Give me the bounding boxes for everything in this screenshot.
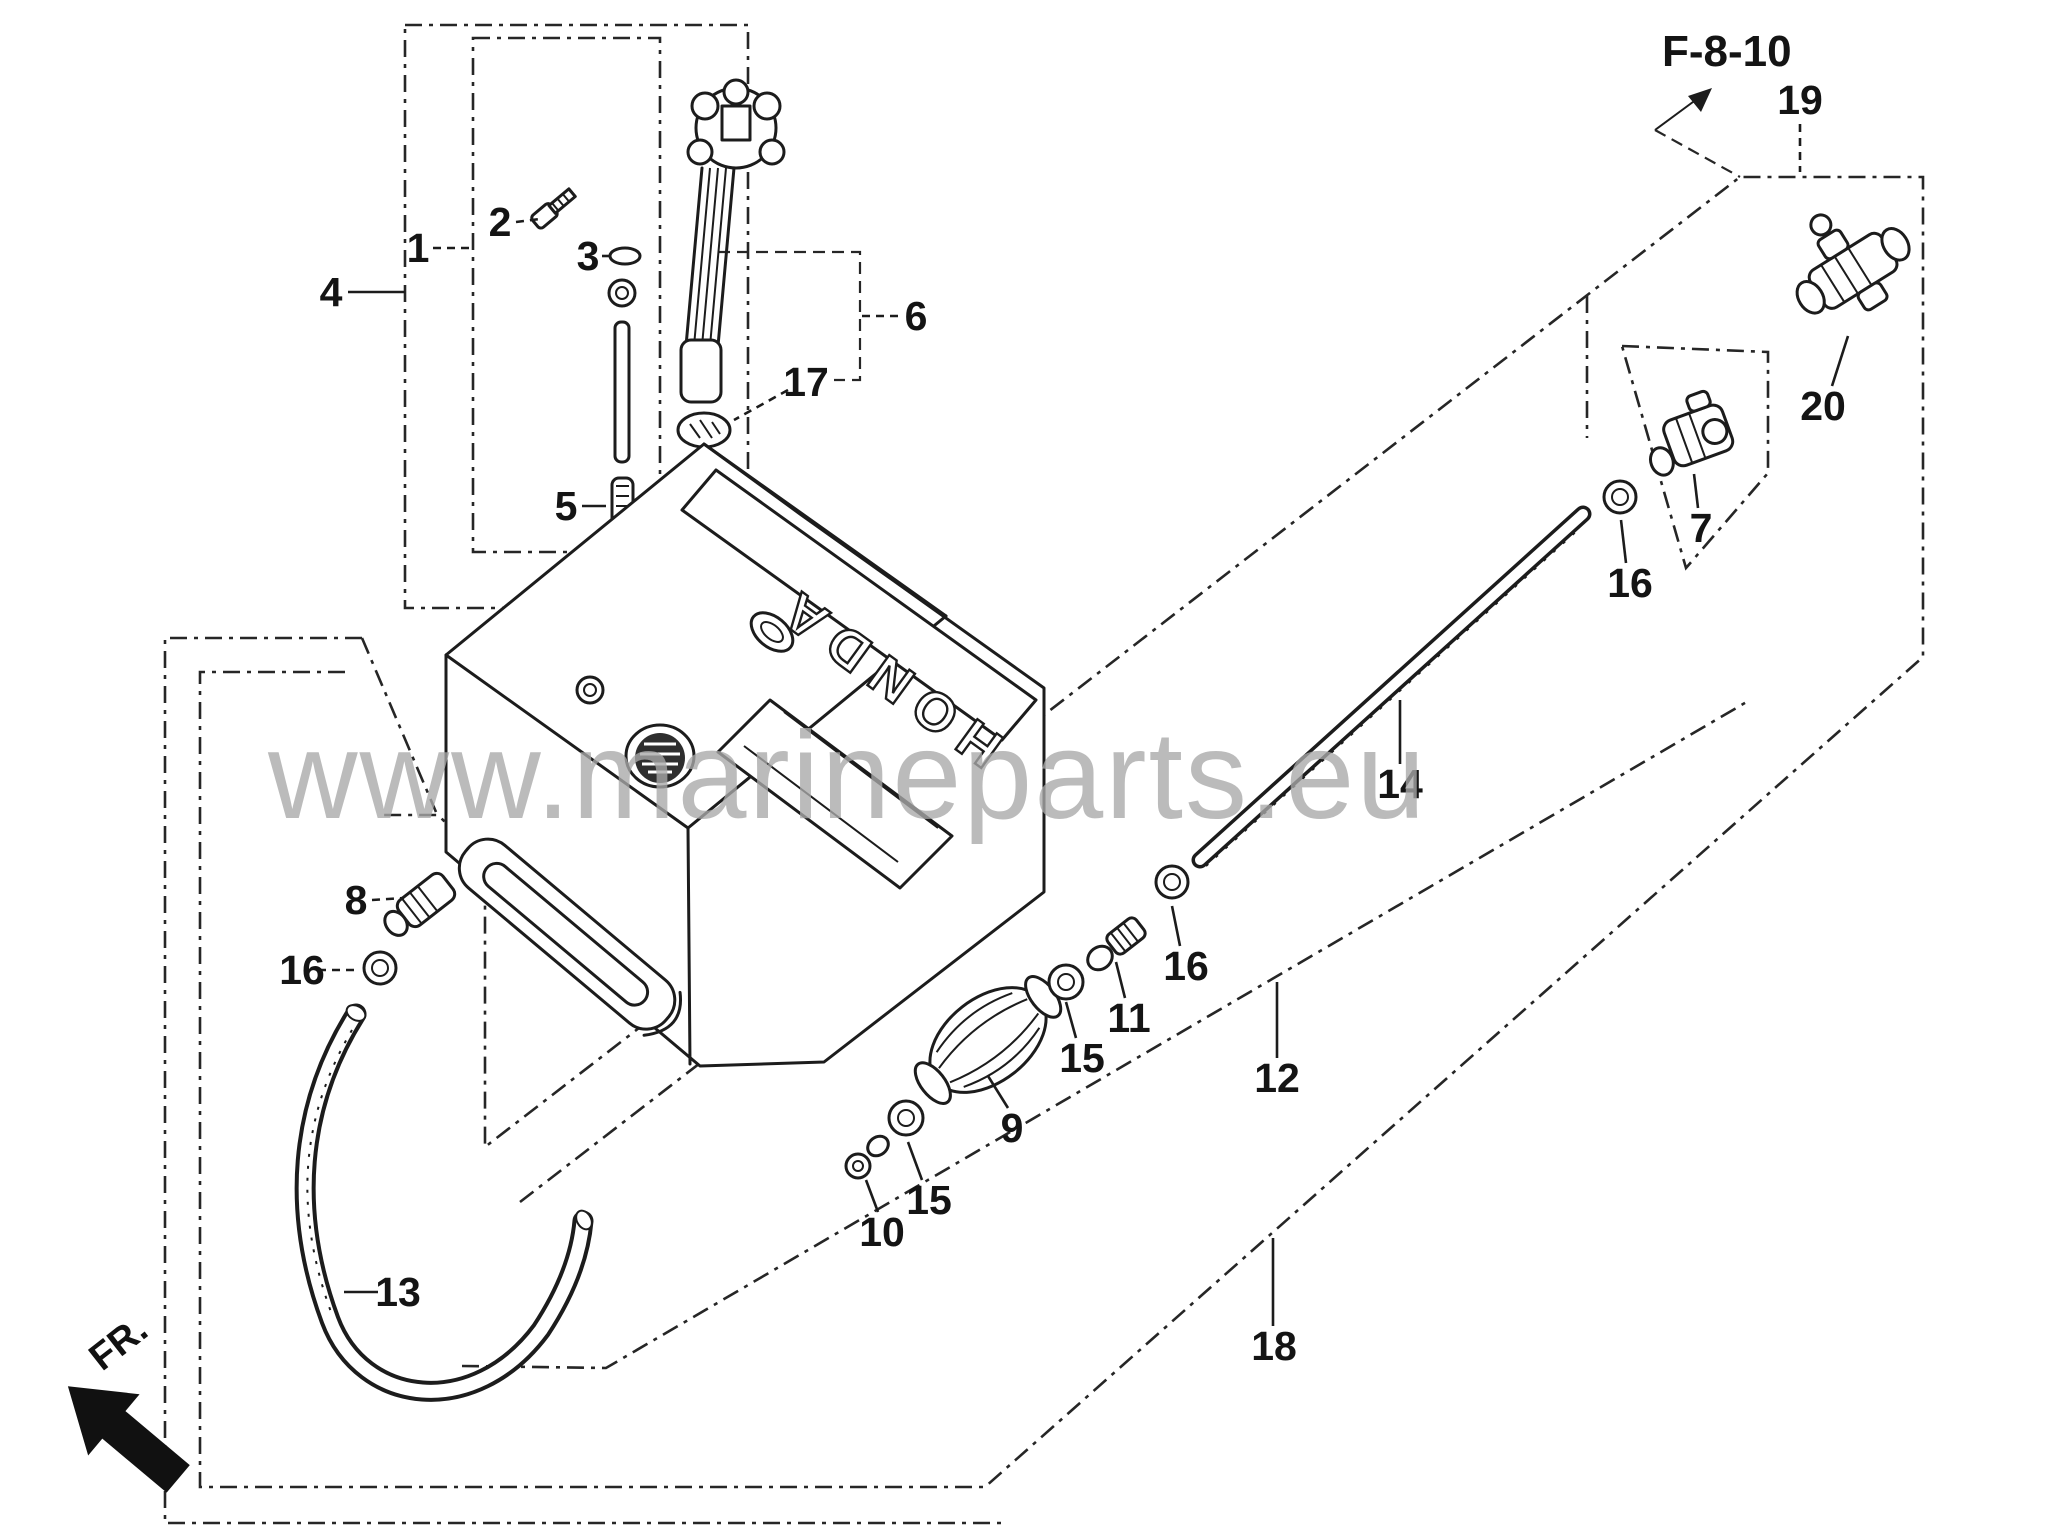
tank-oval-boss bbox=[749, 611, 795, 653]
part-callout-12: 12 bbox=[1254, 1055, 1300, 1101]
leader-part-10 bbox=[864, 1179, 880, 1213]
filter-hatch bbox=[616, 485, 629, 527]
gauge-tube bbox=[679, 166, 736, 404]
o-ring-upper-inner bbox=[1057, 973, 1075, 991]
part-callout-11: 11 bbox=[1107, 995, 1150, 1041]
part-callout-14: 14 bbox=[1377, 761, 1423, 807]
o-ring-lower bbox=[887, 1099, 925, 1137]
leader-part-17 bbox=[733, 388, 789, 422]
sweep-step-bevel bbox=[360, 637, 438, 813]
tank-recess-inner bbox=[743, 711, 939, 863]
tank-ridge bbox=[702, 442, 948, 618]
part-callout-15: 15 bbox=[1059, 1035, 1105, 1081]
nut-bottom-left bbox=[362, 950, 398, 986]
part-callout-8: 8 bbox=[345, 877, 368, 923]
part-callout-9: 9 bbox=[1001, 1105, 1024, 1151]
fuel-hose bbox=[294, 1003, 594, 1402]
connector-7 bbox=[1649, 389, 1735, 477]
grommet bbox=[676, 411, 732, 449]
figure-ref-line bbox=[1654, 98, 1698, 131]
part-callout-2: 2 bbox=[489, 199, 512, 245]
leader-part-20 bbox=[1830, 335, 1850, 387]
part-callout-16: 16 bbox=[279, 947, 325, 993]
connector-19-20 bbox=[1795, 213, 1911, 315]
joint-11a bbox=[1086, 944, 1114, 972]
nut-middle-inner bbox=[1163, 873, 1181, 891]
sweep-outline-outer bbox=[163, 636, 1008, 1525]
leader-part-16 bbox=[1619, 519, 1628, 564]
tank-oval-boss-inner bbox=[760, 621, 784, 643]
vent-screw bbox=[530, 187, 577, 230]
tank-recess-panel bbox=[716, 698, 954, 890]
tank-joint bbox=[383, 871, 457, 937]
box-part7 bbox=[1620, 344, 1770, 571]
o-ring-lower-inner bbox=[897, 1109, 915, 1127]
part-callout-18: 18 bbox=[1251, 1323, 1297, 1369]
fuel-tank: HONDA bbox=[444, 442, 1046, 1068]
nut-upper bbox=[1602, 479, 1638, 515]
nut-bottom-left-inner bbox=[371, 959, 389, 977]
part-callout-4: 4 bbox=[320, 269, 343, 315]
leader-part-11 bbox=[1114, 961, 1127, 999]
dip-tube bbox=[613, 320, 631, 464]
tank-front-corner bbox=[686, 826, 692, 1066]
sweep-outline-inner bbox=[198, 175, 1925, 1489]
leader-part-8 bbox=[371, 896, 405, 902]
tank-small-cap bbox=[575, 675, 605, 705]
orientation-label: FR. bbox=[82, 1308, 156, 1379]
leader-part-9 bbox=[986, 1075, 1010, 1109]
tank-handle bbox=[457, 837, 683, 1037]
orientation-arrow: FR. bbox=[67, 1308, 190, 1493]
part-callout-16: 16 bbox=[1607, 560, 1653, 606]
fitting-10b bbox=[866, 1134, 890, 1158]
part-callout-20: 20 bbox=[1800, 383, 1846, 429]
box-cap-assembly-inner bbox=[471, 36, 662, 554]
seal-ring bbox=[607, 278, 637, 308]
fitting-10a-hole bbox=[852, 1160, 864, 1172]
leader-part-7 bbox=[1692, 473, 1700, 509]
part-callout-19: 19 bbox=[1777, 77, 1823, 123]
tank-filler-cap bbox=[624, 723, 696, 789]
part-callout-1: 1 bbox=[407, 225, 430, 271]
cap-gauge-assembly bbox=[530, 78, 786, 536]
part-callout-6: 6 bbox=[905, 293, 928, 339]
leader-part-15 bbox=[906, 1141, 924, 1181]
fuel-tube bbox=[1191, 505, 1592, 869]
fuel-cap bbox=[686, 78, 786, 170]
leader-part-16 bbox=[1170, 905, 1182, 947]
o-ring-upper bbox=[1047, 963, 1085, 1001]
figure-ref-line-dashed bbox=[1654, 129, 1741, 178]
part-callout-17: 17 bbox=[783, 359, 829, 405]
leader-part-15 bbox=[1064, 1001, 1078, 1039]
part-callout-10: 10 bbox=[859, 1209, 905, 1255]
part-callout-5: 5 bbox=[555, 483, 578, 529]
part-callout-3: 3 bbox=[577, 233, 600, 279]
primer-bulb bbox=[913, 975, 1063, 1105]
tank-small-cap-inner bbox=[583, 683, 597, 697]
joint-11b bbox=[1105, 916, 1147, 956]
figure-ref-arrowhead bbox=[1688, 88, 1712, 112]
part-callout-7: 7 bbox=[1690, 505, 1713, 551]
fuel-line-parts bbox=[294, 213, 1911, 1402]
nut-upper-inner bbox=[1611, 488, 1629, 506]
nut-middle bbox=[1154, 864, 1190, 900]
seal-ring-hole bbox=[615, 286, 629, 300]
leader-part-2 bbox=[515, 217, 541, 224]
part-callout-15: 15 bbox=[906, 1177, 952, 1223]
washer bbox=[608, 246, 642, 266]
fitting-10a bbox=[844, 1152, 872, 1180]
figure-ref-code: F-8-10 bbox=[1662, 27, 1792, 76]
part-callout-13: 13 bbox=[375, 1269, 421, 1315]
part-callout-16: 16 bbox=[1163, 943, 1209, 989]
watermark-text: www.marineparts.eu bbox=[267, 707, 1427, 845]
